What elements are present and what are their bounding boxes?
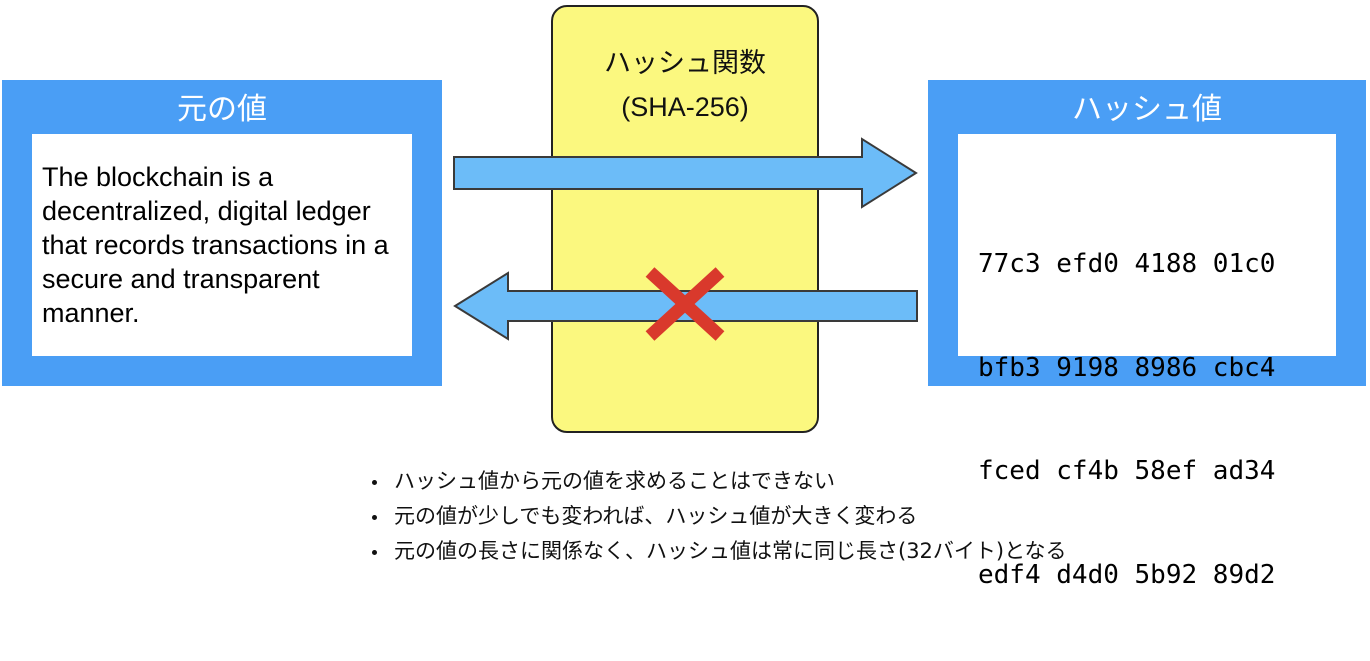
input-text: The blockchain is a decentralized, digit… xyxy=(42,162,389,328)
input-panel: 元の値 The blockchain is a decentralized, d… xyxy=(2,80,442,386)
right-arrow-icon xyxy=(453,137,918,209)
hash-function-algorithm: (SHA-256) xyxy=(621,92,749,122)
arrows-layer xyxy=(453,137,918,341)
note-item: 元の値が少しでも変われば、ハッシュ値が大きく変わる xyxy=(368,501,1066,536)
hash-function-label: ハッシュ関数 (SHA-256) xyxy=(553,41,817,129)
hash-line: fced cf4b 58ef ad34 xyxy=(978,456,1276,486)
hash-line: bfb3 9198 8986 cbc4 xyxy=(978,352,1276,383)
output-panel-body: 77c3 efd0 4188 01c0 bfb3 9198 8986 cbc4 … xyxy=(958,134,1336,590)
note-item: 元の値の長さに関係なく、ハッシュ値は常に同じ長さ(32バイト)となる xyxy=(368,536,1066,571)
note-item: ハッシュ値から元の値を求めることはできない xyxy=(368,466,1066,501)
output-panel: ハッシュ値 77c3 efd0 4188 01c0 bfb3 9198 8986… xyxy=(928,80,1366,590)
input-panel-body: The blockchain is a decentralized, digit… xyxy=(32,134,412,356)
input-panel-title: 元の値 xyxy=(177,92,267,127)
output-panel-title: ハッシュ値 xyxy=(1072,92,1222,127)
hash-line: 77c3 efd0 4188 01c0 xyxy=(978,249,1276,279)
hash-function-name: ハッシュ関数 xyxy=(604,48,766,78)
hash-function-box: ハッシュ関数 (SHA-256) xyxy=(551,5,819,433)
notes-list: ハッシュ値から元の値を求めることはできない 元の値が少しでも変われば、ハッシュ値… xyxy=(368,466,1066,571)
cross-icon xyxy=(645,267,725,341)
